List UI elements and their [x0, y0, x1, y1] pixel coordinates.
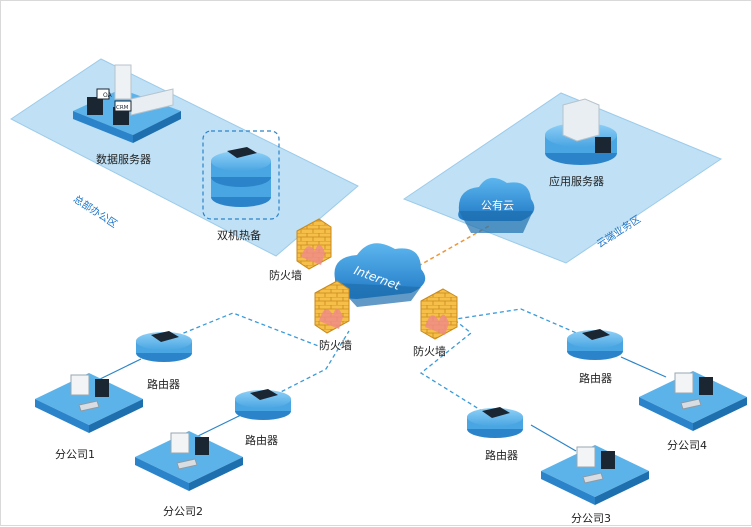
- public-cloud-label: 公有云: [481, 199, 514, 212]
- data-server-label: 数据服务器: [96, 153, 151, 166]
- branch-3-label: 分公司3: [571, 512, 611, 525]
- router-3-label: 路由器: [485, 449, 518, 462]
- crm-badge: [114, 100, 132, 112]
- link-router1: [163, 312, 322, 348]
- app-server-label: 应用服务器: [549, 175, 604, 188]
- link-router3: [419, 312, 496, 420]
- firewall-mid-label: 防火墙: [319, 339, 352, 352]
- hot-standby[interactable]: [202, 130, 280, 220]
- firewall-right[interactable]: [420, 288, 458, 340]
- crm-badge-text: CRM: [116, 105, 129, 111]
- router-4-label: 路由器: [579, 372, 612, 385]
- branch-links: [163, 308, 596, 420]
- firewall-top-label: 防火墙: [269, 269, 302, 282]
- router-1-label: 路由器: [147, 378, 180, 391]
- branch-2-platform[interactable]: [135, 431, 243, 491]
- branch-4-platform[interactable]: [639, 371, 747, 431]
- hot-standby-label: 双机热备: [217, 229, 261, 242]
- firewall-top[interactable]: [296, 218, 332, 270]
- branch-3-platform[interactable]: [541, 445, 649, 505]
- branch-2-label: 分公司2: [163, 505, 203, 518]
- oa-badge-text: OA: [103, 92, 113, 99]
- public-cloud[interactable]: [458, 177, 535, 233]
- firewall-mid[interactable]: [314, 280, 350, 334]
- branch-1-label: 分公司1: [55, 448, 95, 461]
- router-1[interactable]: [136, 331, 192, 362]
- oa-badge: [96, 88, 110, 100]
- branch-4-label: 分公司4: [667, 439, 707, 452]
- link-router4: [455, 308, 596, 342]
- router-2[interactable]: [235, 389, 291, 420]
- router-branch-links: [95, 356, 667, 452]
- router-4[interactable]: [567, 329, 623, 360]
- data-server[interactable]: [73, 64, 181, 143]
- router-2-label: 路由器: [245, 434, 278, 447]
- app-server[interactable]: [545, 98, 617, 165]
- internet-cloud[interactable]: [334, 243, 426, 307]
- router-3[interactable]: [467, 407, 523, 438]
- firewall-right-label: 防火墙: [413, 345, 446, 358]
- link-router2: [262, 330, 350, 402]
- branch-1-platform[interactable]: [35, 373, 143, 433]
